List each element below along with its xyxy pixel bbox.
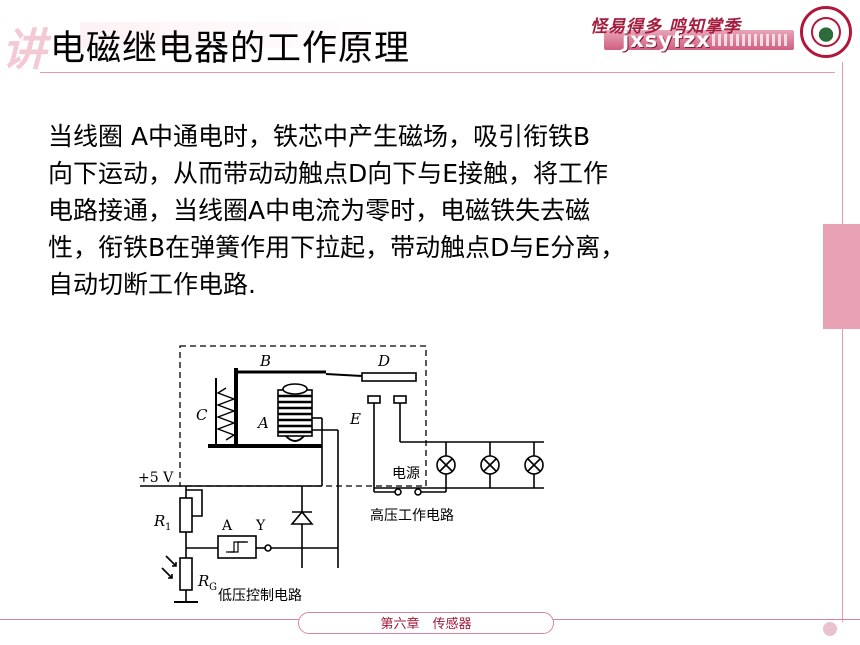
label-A-coil: A (256, 414, 269, 432)
right-accent-bar (823, 224, 860, 329)
logo-emblem-icon (811, 17, 841, 47)
footer-chapter-label: 第六章 传感器 (380, 617, 472, 632)
brand-slogan: 怪易得多 鸣知掌季 (590, 17, 741, 37)
body-paragraph: 当线圈 A中通电时，铁芯中产生磁场，吸引衔铁B 向下运动，从而带动动触点D向下与… (48, 122, 626, 299)
page-title: 电磁继电器的工作原理 (50, 29, 411, 69)
brand-name: jxsyfzx (622, 28, 711, 52)
label-RG: R (197, 572, 209, 590)
footer-chapter-pill: 第六章 传感器 (298, 612, 554, 634)
ghost-banner (80, 22, 400, 48)
footer-dot-icon (823, 622, 837, 636)
label-RG-subscript: G (209, 582, 217, 593)
label-D: D (377, 352, 390, 370)
label-B: B (259, 352, 271, 370)
label-gate-A: A (221, 518, 233, 534)
brand-stripes (712, 34, 790, 46)
right-divider (842, 62, 843, 622)
label-high-voltage-circuit: 高压工作电路 (370, 507, 454, 524)
label-R1-subscript: 1 (165, 522, 171, 533)
label-low-voltage-circuit: 低压控制电路 (218, 588, 302, 604)
label-supply-voltage: +5 V (138, 470, 174, 486)
label-C: C (196, 406, 208, 424)
corner-watermark-icon: 讲 (2, 25, 46, 76)
label-power-source: 电源 (392, 466, 420, 482)
school-logo-icon (800, 6, 852, 58)
top-divider (40, 72, 835, 73)
relay-circuit-diagram: B D C A E R R 1 G +5 V A Y 电源 高压工作电路 低压控… (138, 345, 544, 604)
label-gate-Y: Y (255, 518, 266, 534)
label-E: E (349, 410, 361, 428)
label-R1: R (153, 512, 165, 530)
